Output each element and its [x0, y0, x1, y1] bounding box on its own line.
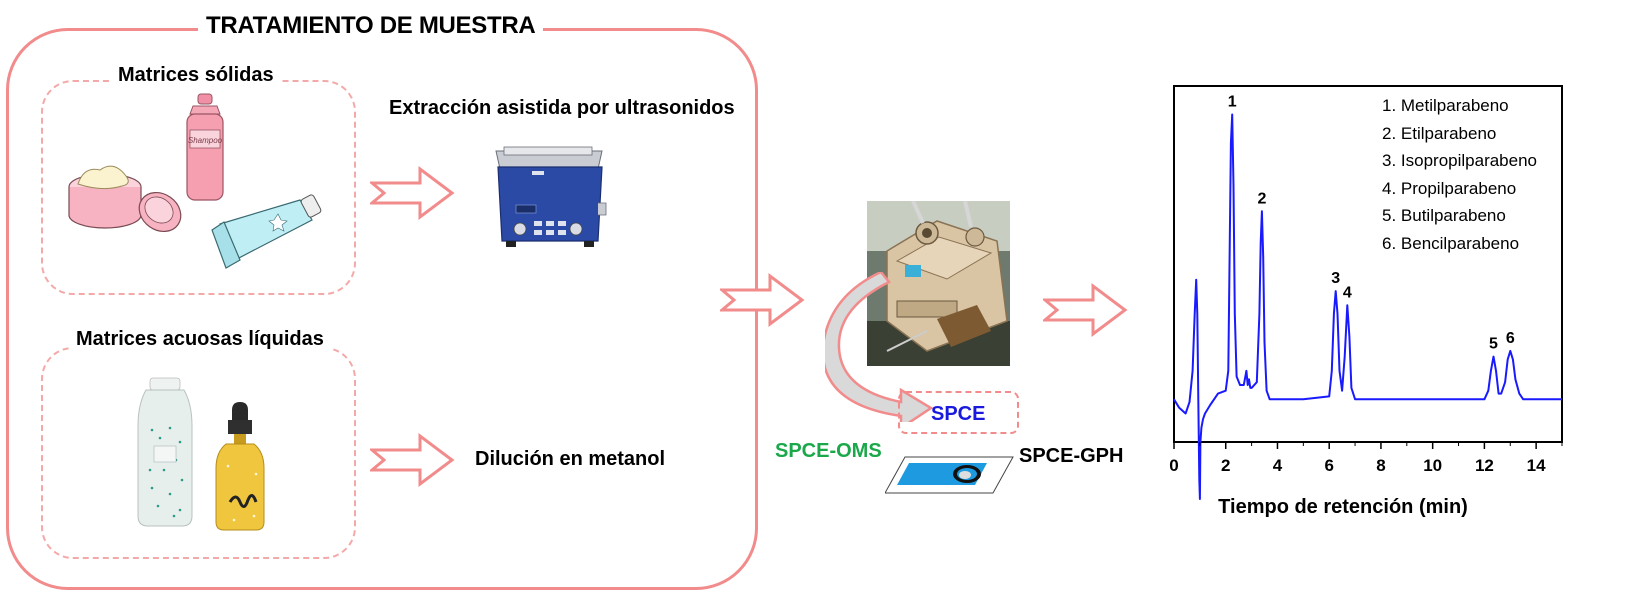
ultrasound-extraction-label: Extracción asistida por ultrasonidos [389, 97, 735, 119]
sample-treatment-title: TRATAMIENTO DE MUESTRA [198, 12, 544, 40]
arrow-treatment-to-cell-icon [720, 273, 805, 327]
x-tick-label: 6 [1324, 456, 1333, 475]
peak-label: 1 [1228, 93, 1237, 110]
x-tick-label: 4 [1273, 456, 1283, 475]
peak-label: 5 [1489, 336, 1498, 353]
arrow-cell-to-chromatogram-icon [1043, 283, 1128, 337]
ultrasonic-bath-icon [495, 146, 607, 247]
x-axis-ticks: 0 2 4 6 8 10 12 14 [1169, 442, 1563, 475]
legend-item: 5. Butilparabeno [1382, 206, 1506, 225]
arrow-solid-to-ultrasound-icon [370, 166, 455, 220]
dropper-bottle-icon [215, 402, 265, 531]
x-tick-label: 8 [1376, 456, 1385, 475]
legend-item: 1. Metilparabeno [1382, 96, 1509, 115]
screen-printed-electrode-icon [885, 456, 1014, 494]
chart-plot-area [1173, 85, 1563, 500]
svg-text:Shampoo: Shampoo [188, 136, 223, 145]
peak-label: 6 [1506, 330, 1515, 347]
x-tick-label: 10 [1423, 456, 1442, 475]
legend-item: 2. Etilparabeno [1382, 123, 1497, 143]
plot-frame [1173, 85, 1563, 443]
cream-tube-icon [211, 194, 322, 269]
x-tick-label: 12 [1475, 456, 1494, 475]
spce-box [898, 391, 1019, 434]
x-axis-label: Tiempo de retención (min) [1218, 496, 1468, 518]
x-tick-label: 14 [1527, 456, 1546, 475]
arrow-liquid-to-dilution-icon [370, 433, 455, 487]
legend-item: 6. Bencilparabeno [1382, 233, 1520, 253]
lotion-bottle-icon [137, 377, 193, 527]
solid-matrices-title: Matrices sólidas [112, 64, 280, 87]
shampoo-bottle-icon: Shampoo [186, 93, 224, 201]
x-tick-label: 2 [1221, 456, 1230, 475]
spce-gph-label: SPCE-GPH [1019, 445, 1124, 467]
methanol-dilution-label: Dilución en metanol [475, 448, 666, 470]
peak-label: 2 [1257, 190, 1266, 207]
series-line [1173, 113, 1562, 500]
chart-legend: 1. Metilparabeno 2. Etilparabeno 3. Isop… [1382, 92, 1537, 257]
peak-label: 4 [1343, 284, 1352, 301]
x-tick-label: 0 [1169, 456, 1178, 475]
spce-label: SPCE [931, 403, 986, 425]
liquid-matrices-title: Matrices acuosas líquidas [70, 328, 330, 351]
cream-jar-icon [68, 165, 182, 233]
legend-item: 4. Propilparabeno [1382, 178, 1517, 198]
spce-oms-label: SPCE-OMS [775, 440, 882, 462]
solid-cosmetics-illustration: Shampoo [68, 93, 322, 269]
curved-arrow-to-spce-icon [825, 272, 934, 422]
liquid-cosmetics-illustration [137, 377, 265, 531]
legend-item: 3. Isopropilparabeno [1382, 151, 1538, 170]
electrochemical-flow-cell-photo [867, 201, 1010, 366]
peak-label: 3 [1331, 270, 1340, 287]
